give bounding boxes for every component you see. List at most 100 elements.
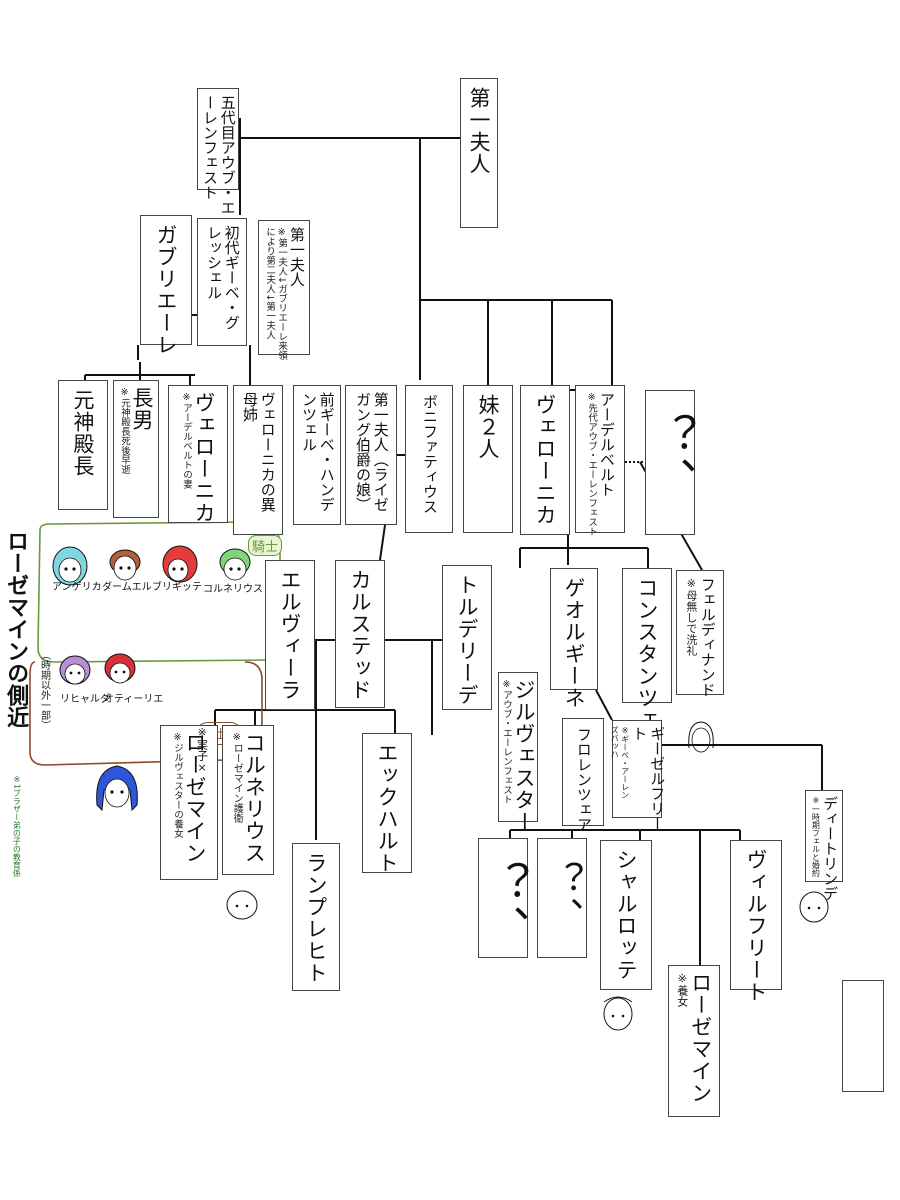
person-rozemyne-karstedt: ローゼマイン ※ジルヴェスターの養女: [160, 725, 218, 880]
person-first-wife-leisegang: 第一夫人（ライゼ ガング伯爵の娘）: [345, 385, 397, 525]
person-sylvester: ジルヴェスター ※アウブ・エーレンフェスト: [498, 672, 538, 833]
rihyarda-avatar: [59, 655, 91, 685]
person-name: エックハルト: [375, 742, 400, 874]
person-name: ガブリエーレ: [154, 224, 179, 356]
person-name: ボニファティウス: [420, 394, 439, 514]
retainers-side-note-text: ※1ブラザー弟の子の教育係: [12, 775, 22, 878]
hand-note-text: ※実子×: [195, 726, 209, 774]
person-ferdinand: フェルディナンド ※母無しで洗礼: [676, 570, 724, 697]
person-karstedt: カルステッド: [335, 560, 385, 708]
person-name: ディートリンデ: [821, 796, 840, 901]
person-adelbert: アーデルベルト ※先代アウブ・エーレンフェスト: [575, 385, 625, 536]
person-name: ジルヴェスター: [512, 679, 537, 833]
person-name: シャルロッテ: [614, 849, 639, 981]
person-eckhart: エックハルト: [362, 733, 412, 874]
empty-box: [842, 980, 884, 1092]
person-eldest-son: 長男 ※元神殿長死後早逝: [113, 380, 159, 518]
person-name: 前ギーベ・ハンデ: [317, 392, 336, 512]
person-name: 第一夫人: [467, 87, 492, 175]
person-name: ヴィルフリート: [744, 849, 769, 1003]
person-name: ト: [630, 726, 649, 741]
person-note: ※ジルヴェスターの養女: [171, 732, 183, 838]
knight-tag: 騎士: [248, 535, 283, 556]
person-name: ローゼマイン: [688, 972, 713, 1104]
cornelius-sketch: [226, 890, 258, 920]
person-name: ギーゼルフリー: [648, 726, 667, 831]
person-veronica-half-sister: ヴェローニカの異 母姉: [233, 385, 283, 535]
rozemyne-hand-note: ※実子×: [195, 726, 209, 778]
person-elvira: エルヴィーラ: [265, 560, 315, 710]
person-name: 元神殿長: [71, 389, 96, 477]
person-unknown-2: ？、: [478, 838, 529, 958]
person-name: 長男: [130, 387, 154, 431]
person-note: ※ギーベ・アーレン: [620, 726, 630, 799]
knight-faces: [52, 545, 251, 586]
person-name: ゲオルギーネ: [562, 577, 587, 709]
person-unknown-3: ？、: [537, 838, 587, 958]
person-name: トルデリーデ: [455, 574, 480, 706]
person-note: ※元神殿長死後早逝: [118, 387, 130, 474]
person-name: レッシェル: [205, 225, 223, 300]
person-note: ※アーデルベルトの妻: [180, 392, 192, 489]
retainers-note-text: （時期以外一部）: [38, 650, 50, 730]
person-aub5: 五代目アウブ・エ ーレンフェスト: [197, 88, 239, 215]
person-name: ヴェローニカの異: [258, 392, 277, 512]
retainers-side-note: ※1ブラザー弟の子の教育係: [12, 775, 30, 877]
person-name: ヴェローニカ: [192, 392, 216, 524]
person-note: ※第一夫人↓ガブリエーレ来領: [276, 227, 288, 360]
cornelius-avatar: [219, 548, 251, 581]
person-name: コンスタンツェ: [635, 577, 660, 731]
person-note: ※一時期フェルと婚約: [811, 796, 821, 877]
label-cornelius-retainer: コルネリウス: [203, 584, 263, 595]
person-name: ヴェローニカ: [533, 394, 558, 526]
person-note: により第二夫人↓第一夫人: [264, 227, 276, 340]
person-name: フェルディナンド: [698, 577, 717, 697]
person-name: コルネリウス: [242, 732, 267, 864]
person-lamprecht: ランプレヒト: [292, 843, 340, 991]
label-brigitte: ブリギッテ: [152, 582, 202, 593]
person-florencia: フロレンツェア: [562, 718, 604, 832]
person-name: 五代目アウブ・エ: [218, 95, 237, 215]
damuel-avatar: [109, 549, 141, 581]
person-note: ズバッハ: [610, 726, 620, 758]
unknown-mark: ？、: [645, 413, 696, 501]
person-constanze: コンスタンツェ: [622, 568, 672, 731]
unknown-mark: ？、: [542, 861, 583, 933]
person-note: ※母無しで洗礼: [684, 577, 698, 656]
brigitte-avatar: [162, 545, 198, 583]
person-charlotte: シャルロッテ: [600, 840, 652, 990]
label-rihyarda: リヒャルダ: [60, 694, 110, 705]
person-name: ランプレヒト: [304, 852, 329, 984]
person-rozemyne: ローゼマイン ※養女: [668, 965, 720, 1117]
person-name: エルヴィーラ: [278, 569, 303, 701]
person-name: ローゼマイン: [183, 732, 207, 864]
person-gabriele: ガブリエーレ: [140, 215, 192, 356]
retainers-title-text: ローゼマインの側近: [3, 530, 29, 728]
person-name: 第一夫人: [287, 227, 306, 287]
person-ex-high-priest: 元神殿長: [58, 380, 108, 510]
person-note: ※ローゼマイン護衛: [231, 732, 243, 823]
label-ottilie: オティーリエ: [104, 694, 164, 705]
ottilie-avatar: [104, 653, 136, 684]
person-note: ※養女: [675, 972, 689, 1007]
person-name: ーレンフェスト: [201, 95, 219, 200]
person-name: ガング伯爵の娘）: [354, 392, 372, 512]
attendant-faces: [59, 653, 136, 685]
person-prev-giebe-hand: 前ギーベ・ハンデ ンツェル: [293, 385, 341, 525]
label-damuel: ダームエル: [102, 582, 152, 593]
person-name: 初代ギーベ・グ: [222, 225, 241, 330]
person-first-wife-top: 第一夫人: [460, 78, 498, 228]
person-georgine: ゲオルギーネ: [550, 568, 598, 709]
rozemyne-avatar: [96, 765, 138, 812]
angelica-avatar: [52, 546, 88, 586]
person-name: 母姉: [241, 392, 259, 422]
knight-tag-text: 騎士: [252, 540, 279, 555]
person-note: ※アウブ・エーレンフェスト: [500, 679, 512, 804]
person-cornelius: コルネリウス ※ローゼマイン護衛: [222, 725, 274, 875]
person-giebe-fried: ギーゼルフリー ト ※ギーベ・アーレン ズバッハ: [610, 720, 666, 831]
label-angelica: アンゲリカ: [52, 582, 102, 593]
person-name: 第一夫人（ライゼ: [371, 392, 390, 512]
person-name: ンツェル: [300, 392, 318, 452]
unknown-mark: ？、: [478, 861, 529, 949]
person-trudeliede: トルデリーデ: [442, 565, 492, 710]
